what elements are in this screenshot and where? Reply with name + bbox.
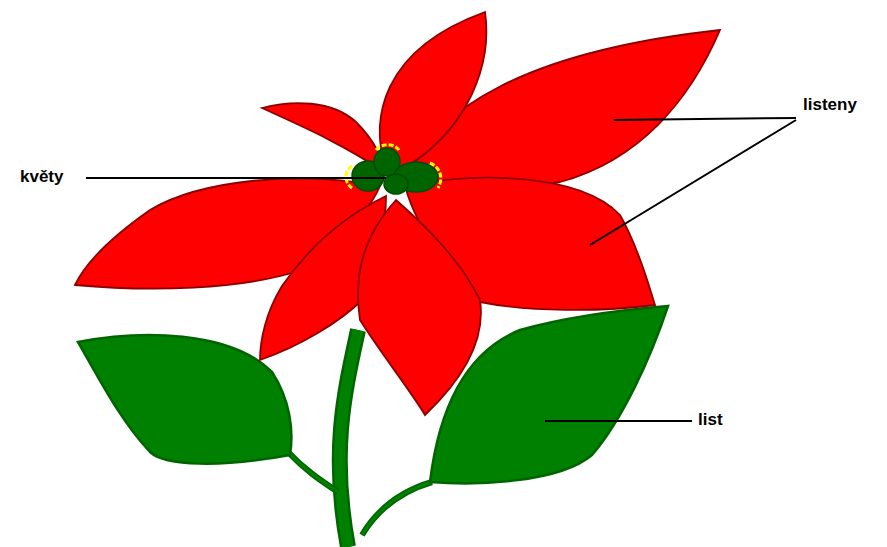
stem (340, 330, 358, 547)
bract (358, 200, 481, 415)
leaf-stalk (362, 482, 432, 535)
leader-line (545, 420, 692, 422)
flower-cluster (346, 145, 441, 194)
part-label: listeny (803, 95, 857, 115)
leader-line (86, 177, 386, 179)
part-label: květy (20, 167, 63, 187)
part-label: list (698, 410, 723, 430)
leaf-stalk (288, 452, 338, 492)
leader-line (590, 120, 796, 245)
leader-line (614, 118, 796, 120)
leaf-stalk (362, 482, 432, 535)
stem (340, 330, 358, 547)
leaf-stalk (288, 452, 338, 492)
